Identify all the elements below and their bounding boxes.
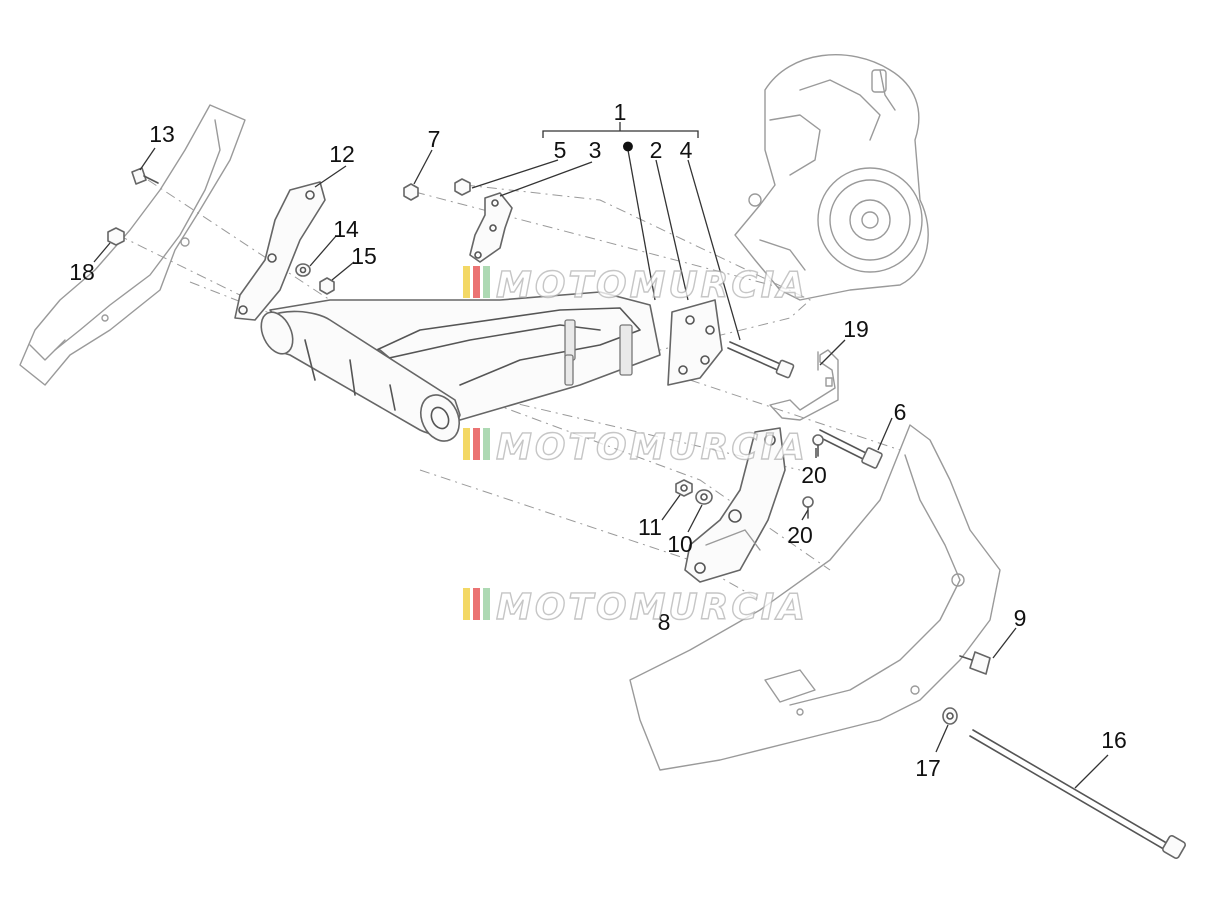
callout-12: 12: [329, 141, 355, 167]
callout-20-lower: 20: [787, 522, 813, 548]
callout-5: 5: [554, 137, 567, 163]
callout-13: 13: [149, 121, 175, 147]
callout-17: 17: [915, 755, 941, 781]
left-frame-bracket: [19, 104, 246, 386]
nuts-7-5: [403, 178, 471, 201]
watermark-text: MOTOMURCIA: [496, 265, 808, 306]
watermark-stripe-yellow: [463, 266, 470, 298]
callout-1: 1: [614, 99, 627, 125]
watermark-stripe-green: [483, 588, 490, 620]
watermark-stripe-red: [473, 266, 480, 298]
watermark-stripe-red: [473, 428, 480, 460]
callout-14: 14: [333, 216, 359, 242]
callout-11: 11: [638, 514, 662, 540]
watermark-text: MOTOMURCIA: [496, 587, 808, 628]
bolt-9: [959, 651, 991, 675]
callout-4: 4: [680, 137, 693, 163]
bolt-13-nut-18: [107, 167, 159, 246]
watermark-top: MOTOMURCIA: [463, 264, 808, 307]
nut-11-washer-10: [675, 479, 713, 505]
callout-2: 2: [650, 137, 663, 163]
watermark-stripe-green: [483, 266, 490, 298]
callout-3: 3: [589, 137, 602, 163]
swing-arm: [260, 291, 661, 442]
mounting-plate: [667, 299, 723, 386]
watermark-stripe-yellow: [463, 428, 470, 460]
washer-14-nut-15: [295, 263, 335, 295]
watermark-stripe-yellow: [463, 588, 470, 620]
callout-16: 16: [1101, 727, 1127, 753]
watermark-stripe-green: [483, 428, 490, 460]
upper-link-plate-12: [234, 181, 326, 321]
long-bolt-upper: [727, 341, 795, 379]
callout-20-upper: 20: [801, 462, 827, 488]
callout-10: 10: [667, 531, 693, 557]
callout-6: 6: [894, 399, 907, 425]
watermark-middle: MOTOMURCIA: [463, 426, 808, 469]
lower-link-plate: [684, 427, 786, 583]
callout-19: 19: [843, 316, 869, 342]
rear-lower-frame: [629, 424, 1001, 771]
screws-20: [802, 434, 824, 519]
group-marker-dot: ●: [621, 132, 635, 158]
callout-15: 15: [351, 243, 377, 269]
small-link-3: [469, 192, 513, 263]
bracket-19: [769, 349, 839, 421]
watermark-stripe-red: [473, 588, 480, 620]
watermark-bottom: MOTOMURCIA: [463, 586, 808, 629]
callout-7: 7: [428, 126, 441, 152]
engine-unit: [734, 54, 929, 301]
callout-9: 9: [1014, 605, 1027, 631]
washer-17-axle-16: [942, 707, 1186, 859]
callout-labels: 1 5 3 2 4 7 12 13 18 14 15 19 6 20 20 11…: [69, 99, 1127, 781]
watermark-text: MOTOMURCIA: [496, 427, 808, 468]
leader-lines: [93, 122, 1109, 789]
callout-8: 8: [658, 609, 671, 635]
bolt-6: [816, 429, 883, 469]
callout-18: 18: [69, 259, 95, 285]
